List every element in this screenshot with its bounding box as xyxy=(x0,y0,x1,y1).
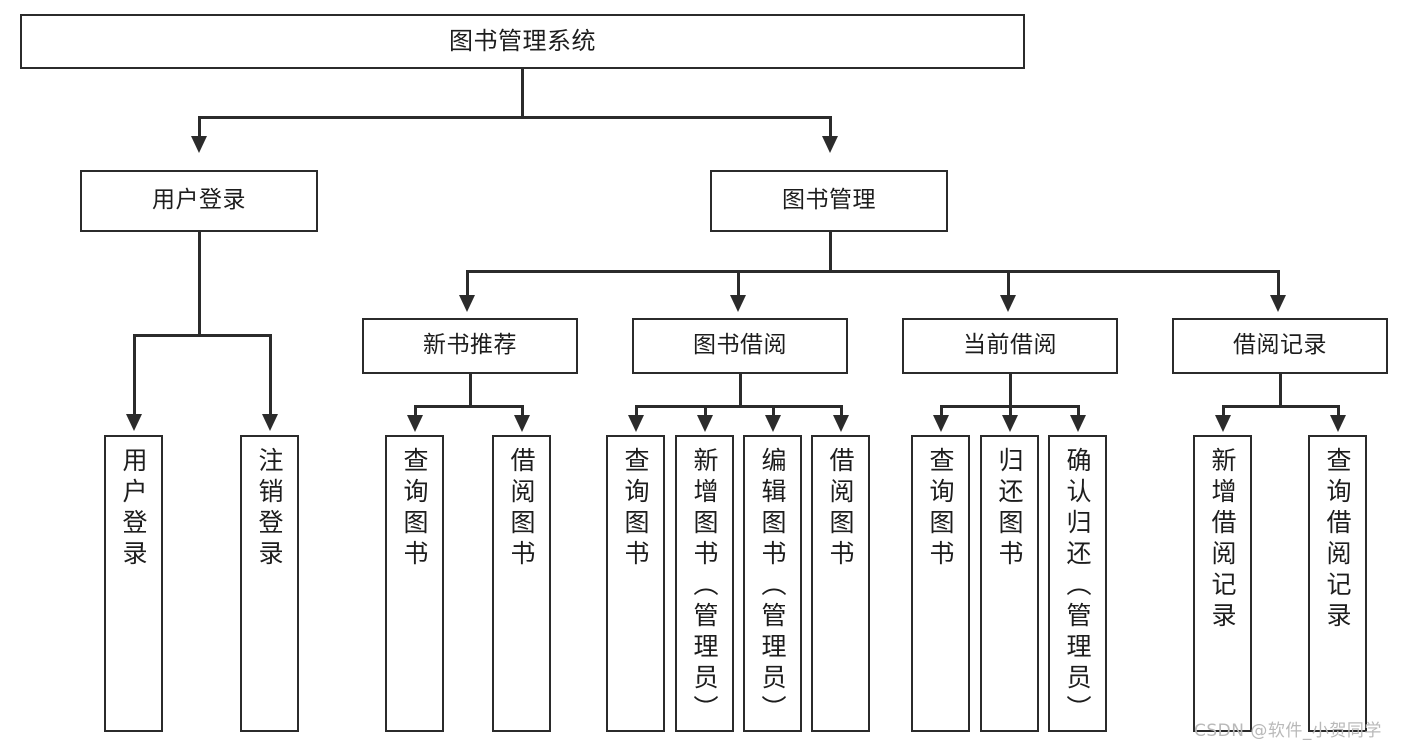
leaf-book-borrow-query-book[interactable]: 查询图书 xyxy=(606,435,665,732)
node-label: 当前借阅 xyxy=(963,332,1057,359)
node-label: 查询图书 xyxy=(400,447,429,571)
connector-borrow-record-bus xyxy=(1222,405,1337,408)
node-book-management[interactable]: 图书管理 xyxy=(710,170,948,232)
connector-book-mgmt-to-current-borrow xyxy=(1007,270,1010,297)
node-label: 查询图书 xyxy=(926,447,955,571)
node-label: 归还图书 xyxy=(995,447,1024,571)
node-label: 新增图书（管理员） xyxy=(690,447,719,726)
leaf-user-login-login[interactable]: 用户登录 xyxy=(104,435,163,732)
node-label: 查询图书 xyxy=(621,447,650,571)
node-label: 新书推荐 xyxy=(423,332,517,359)
node-label: 借阅图书 xyxy=(507,447,536,571)
csdn-watermark: CSDN @软件_小贺同学 xyxy=(1194,721,1382,741)
connector-user-login-to-leaf-1 xyxy=(133,334,136,416)
arrow-user-login-to-leaf-1 xyxy=(126,414,142,431)
arrow-book-borrow-to-leaf-4 xyxy=(833,415,849,432)
connector-root-to-user-login xyxy=(198,116,201,138)
leaf-borrow-record-query-record[interactable]: 查询借阅记录 xyxy=(1308,435,1367,732)
arrow-current-borrow-to-leaf-3 xyxy=(1070,415,1086,432)
node-label: 借阅记录 xyxy=(1233,332,1327,359)
leaf-book-borrow-add-book-admin[interactable]: 新增图书（管理员） xyxy=(675,435,734,732)
leaf-current-borrow-return-book[interactable]: 归还图书 xyxy=(980,435,1039,732)
connector-root-bus xyxy=(198,116,832,119)
node-label: 新增借阅记录 xyxy=(1208,447,1237,633)
connector-new-book-bus xyxy=(414,405,524,408)
arrow-root-to-user-login xyxy=(191,136,207,153)
connector-borrow-record-stem xyxy=(1279,374,1282,407)
node-label: 编辑图书（管理员） xyxy=(758,447,787,726)
connector-book-borrow-to-leaf-1 xyxy=(635,405,638,417)
connector-book-borrow-to-leaf-4 xyxy=(840,405,843,417)
leaf-new-book-borrow-book[interactable]: 借阅图书 xyxy=(492,435,551,732)
arrow-book-mgmt-to-book-borrow xyxy=(730,295,746,312)
leaf-user-login-logout[interactable]: 注销登录 xyxy=(240,435,299,732)
arrow-new-book-to-leaf-1 xyxy=(407,415,423,432)
arrow-new-book-to-leaf-2 xyxy=(514,415,530,432)
node-user-login[interactable]: 用户登录 xyxy=(80,170,318,232)
arrow-borrow-record-to-leaf-2 xyxy=(1330,415,1346,432)
arrow-book-mgmt-to-new-book xyxy=(459,295,475,312)
connector-borrow-record-to-leaf-2 xyxy=(1337,405,1340,417)
node-label: 注销登录 xyxy=(255,447,284,571)
connector-book-mgmt-to-new-book xyxy=(466,270,469,297)
connector-current-borrow-stem xyxy=(1009,374,1012,407)
leaf-book-borrow-borrow-book[interactable]: 借阅图书 xyxy=(811,435,870,732)
arrow-user-login-to-leaf-2 xyxy=(262,414,278,431)
connector-current-borrow-to-leaf-3 xyxy=(1077,405,1080,417)
node-label: 用户登录 xyxy=(152,187,246,214)
connector-current-borrow-to-leaf-1 xyxy=(940,405,943,417)
connector-book-borrow-to-leaf-2 xyxy=(704,405,707,417)
node-label: 图书管理 xyxy=(782,187,876,214)
node-label: 图书借阅 xyxy=(693,332,787,359)
node-label: 借阅图书 xyxy=(826,447,855,571)
leaf-book-borrow-edit-book-admin[interactable]: 编辑图书（管理员） xyxy=(743,435,802,732)
node-label: 用户登录 xyxy=(119,447,148,571)
connector-book-borrow-to-leaf-3 xyxy=(772,405,775,417)
connector-book-mgmt-stem xyxy=(829,232,832,272)
arrow-book-mgmt-to-borrow-record xyxy=(1270,295,1286,312)
connector-borrow-record-to-leaf-1 xyxy=(1222,405,1225,417)
connector-new-book-to-leaf-1 xyxy=(414,405,417,417)
connector-root-to-book-mgmt xyxy=(829,116,832,138)
connector-root-stem xyxy=(521,69,524,117)
connector-user-login-bus xyxy=(133,334,271,337)
connector-new-book-stem xyxy=(469,374,472,407)
arrow-current-borrow-to-leaf-2 xyxy=(1002,415,1018,432)
node-book-borrow[interactable]: 图书借阅 xyxy=(632,318,848,374)
node-root-system[interactable]: 图书管理系统 xyxy=(20,14,1025,69)
arrow-current-borrow-to-leaf-1 xyxy=(933,415,949,432)
node-current-borrow[interactable]: 当前借阅 xyxy=(902,318,1118,374)
connector-book-mgmt-bus xyxy=(466,270,1280,273)
arrow-borrow-record-to-leaf-1 xyxy=(1215,415,1231,432)
arrow-book-borrow-to-leaf-3 xyxy=(765,415,781,432)
leaf-new-book-query-book[interactable]: 查询图书 xyxy=(385,435,444,732)
node-label: 查询借阅记录 xyxy=(1323,447,1352,633)
arrow-root-to-book-mgmt xyxy=(822,136,838,153)
node-label: 确认归还（管理员） xyxy=(1063,447,1092,726)
connector-new-book-to-leaf-2 xyxy=(521,405,524,417)
connector-user-login-stem xyxy=(198,232,201,336)
leaf-current-borrow-query-book[interactable]: 查询图书 xyxy=(911,435,970,732)
connector-book-mgmt-to-book-borrow xyxy=(737,270,740,297)
leaf-borrow-record-add-record[interactable]: 新增借阅记录 xyxy=(1193,435,1252,732)
arrow-book-borrow-to-leaf-1 xyxy=(628,415,644,432)
connector-book-borrow-bus xyxy=(635,405,840,408)
node-label: 图书管理系统 xyxy=(449,27,596,56)
arrow-book-mgmt-to-current-borrow xyxy=(1000,295,1016,312)
arrow-book-borrow-to-leaf-2 xyxy=(697,415,713,432)
node-new-book-recommend[interactable]: 新书推荐 xyxy=(362,318,578,374)
leaf-current-borrow-confirm-return-admin[interactable]: 确认归还（管理员） xyxy=(1048,435,1107,732)
connector-current-borrow-to-leaf-2 xyxy=(1009,405,1012,417)
connector-book-mgmt-to-borrow-record xyxy=(1277,270,1280,297)
node-borrow-record[interactable]: 借阅记录 xyxy=(1172,318,1388,374)
connector-book-borrow-stem xyxy=(739,374,742,407)
connector-user-login-to-leaf-2 xyxy=(269,334,272,416)
